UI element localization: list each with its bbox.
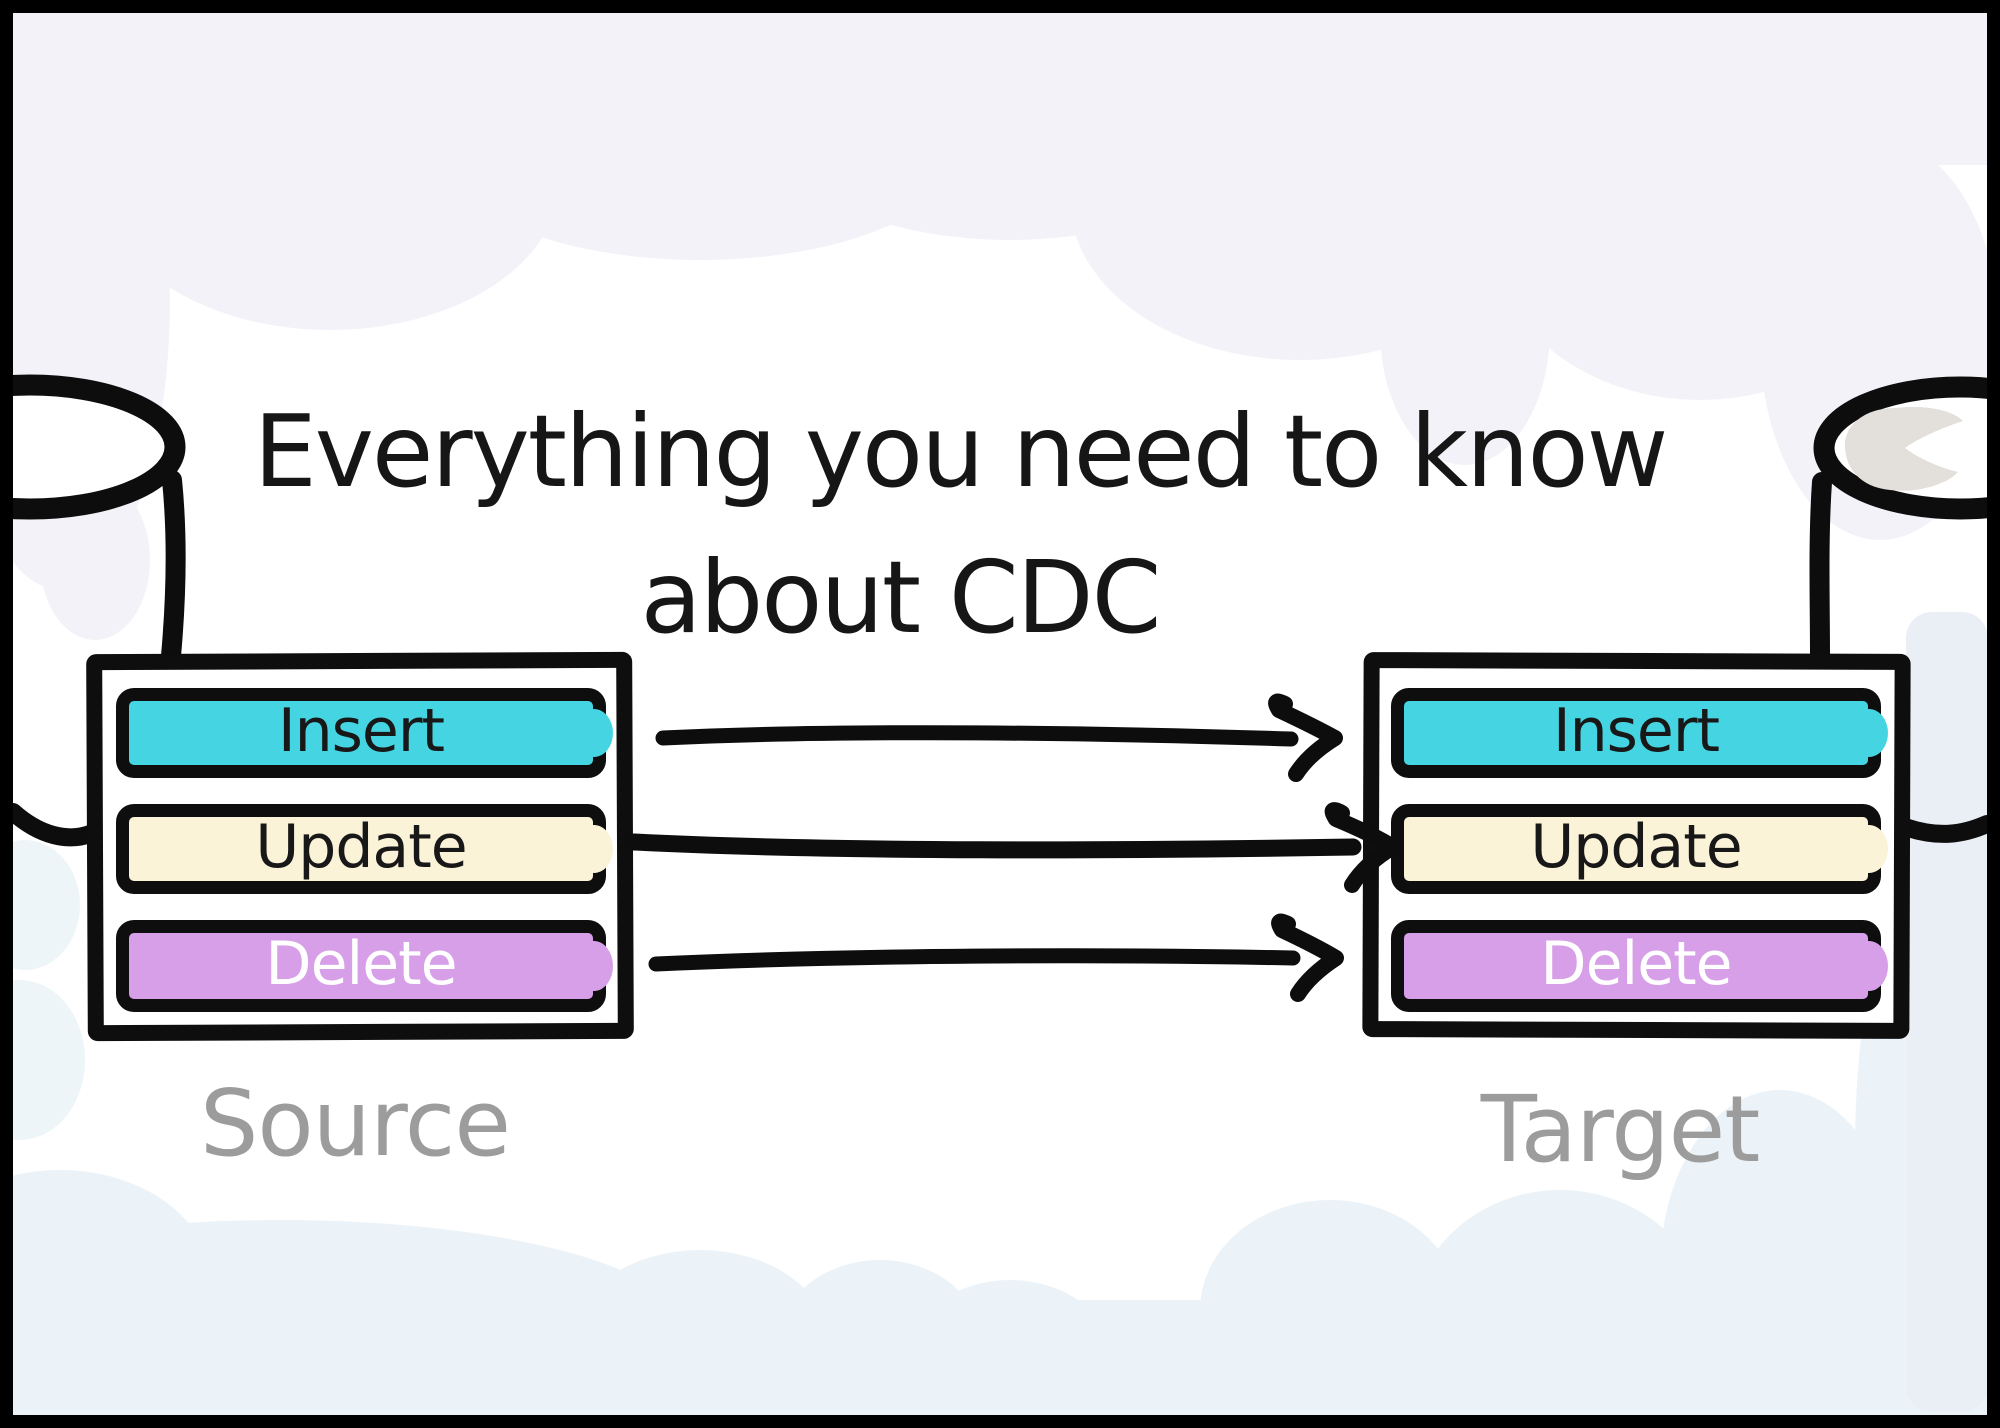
marker-overshoot <box>1850 941 1888 991</box>
update-arrowhead <box>1324 802 1401 893</box>
page-title-line2: about CDC <box>640 539 1162 656</box>
page-title-line1: Everything you need to know <box>253 393 1669 510</box>
bottom-cloud <box>0 612 2000 1428</box>
source-row-delete-label: Delete <box>265 929 457 999</box>
cylinder-wall <box>1809 472 1832 666</box>
marker-overshoot <box>1850 825 1888 873</box>
source-row-update: Update <box>116 804 613 894</box>
marker-overshoot <box>575 825 613 873</box>
target-label: Target <box>1480 1076 1761 1183</box>
target-row-delete: Delete <box>1391 920 1888 1012</box>
source-label: Source <box>200 1070 511 1177</box>
cylinder-bottom-arc <box>4 803 99 847</box>
delete-arrowhead <box>1271 913 1344 1002</box>
target-row-insert-label: Insert <box>1552 696 1720 766</box>
source-row-insert: Insert <box>116 688 613 778</box>
source-row-insert-label: Insert <box>277 696 445 766</box>
target-database-cylinder <box>1809 376 2000 843</box>
target-row-insert: Insert <box>1391 688 1888 778</box>
insert-arrowhead <box>1268 693 1343 782</box>
target-row-delete-label: Delete <box>1540 929 1732 999</box>
target-row-update-label: Update <box>1530 812 1742 882</box>
marker-overshoot <box>575 941 613 991</box>
source-row-update-label: Update <box>255 812 467 882</box>
marker-overshoot <box>575 709 613 757</box>
target-row-update: Update <box>1391 804 1888 894</box>
delete-arrow <box>648 913 1344 1002</box>
source-row-delete: Delete <box>116 920 613 1012</box>
update-arrow <box>625 802 1401 893</box>
insert-arrow <box>655 693 1343 782</box>
source-database-cylinder <box>0 374 186 847</box>
marker-overshoot <box>1850 709 1888 757</box>
cylinder-wall <box>161 470 186 666</box>
cylinder-bottom-arc <box>1896 815 1996 843</box>
cylinder-smudge <box>1845 406 1963 491</box>
